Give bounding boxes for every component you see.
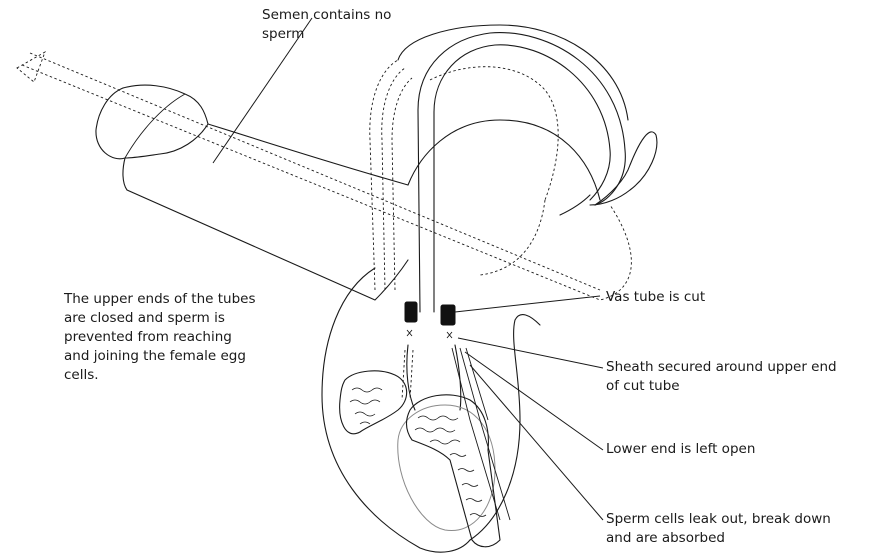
vas-deferens-left <box>370 60 558 290</box>
pointer-lines <box>213 18 603 520</box>
cut-plugs <box>405 302 455 338</box>
penis-outline <box>96 85 408 300</box>
label-vas-tube-cut: Vas tube is cut <box>606 288 826 307</box>
seminal-vesicle <box>408 120 657 215</box>
testes <box>340 371 500 547</box>
label-lower-end-open: Lower end is left open <box>606 440 826 459</box>
label-sperm-cells-leak: Sperm cells leak out, break down and are… <box>606 510 856 548</box>
label-sheath-secured: Sheath secured around upper end of cut t… <box>606 358 856 396</box>
semen-path-arrow <box>17 52 631 300</box>
vas-deferens-right <box>398 25 628 312</box>
label-upper-ends-closed: The upper ends of the tubes are closed a… <box>64 290 304 385</box>
label-semen-contains-no-sperm: Semen contains no sperm <box>262 6 422 44</box>
